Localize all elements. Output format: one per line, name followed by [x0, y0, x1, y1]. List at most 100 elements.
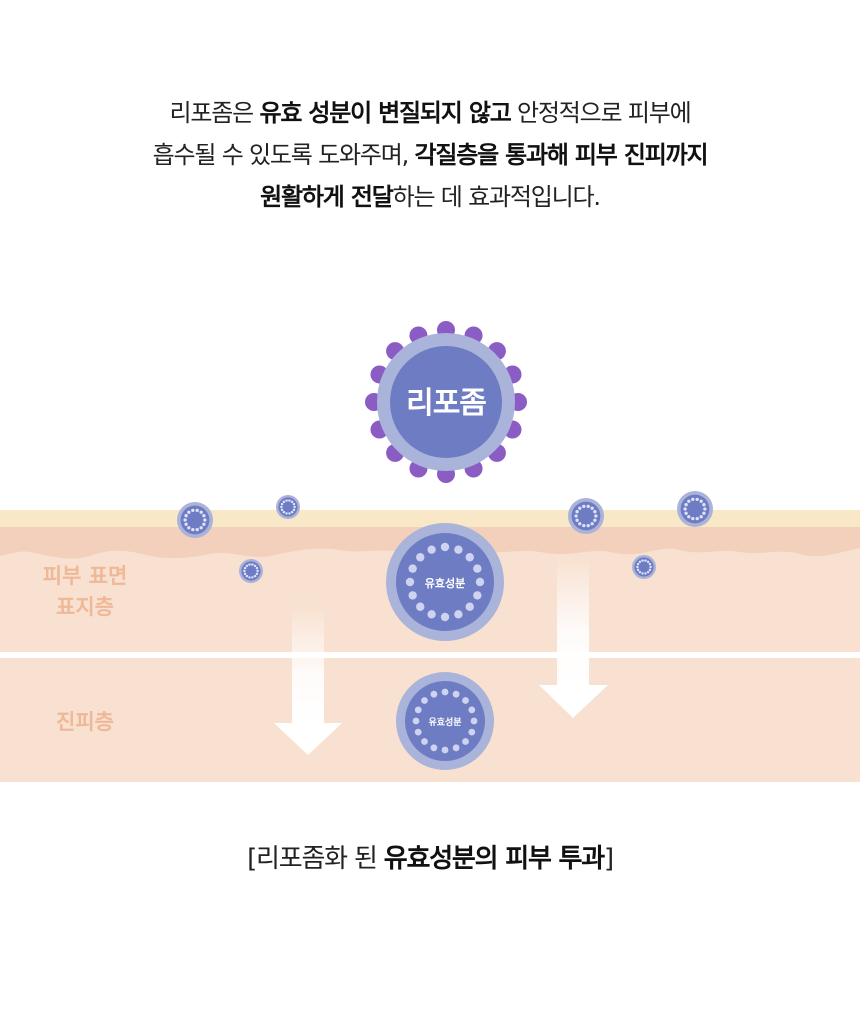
ingredient-dot: [470, 717, 478, 725]
small-dot: [251, 576, 254, 579]
ingredient-dot: [440, 612, 450, 622]
ingredient-dot: [475, 577, 485, 587]
small-liposome: [568, 498, 604, 534]
small-dot: [199, 510, 203, 514]
small-dot: [248, 563, 251, 566]
small-dot: [199, 526, 203, 530]
small-dot: [288, 512, 291, 515]
ingredient-dot: [473, 591, 482, 600]
ingredient-dot: [416, 553, 425, 562]
dermis-label: 진피층: [56, 710, 114, 734]
small-dot: [593, 510, 597, 514]
ingredient-dot: [465, 553, 474, 562]
small-dot: [191, 508, 195, 513]
liposome: 리포좀: [365, 321, 527, 483]
small-dot: [292, 502, 296, 506]
ingredient-dot: [441, 746, 449, 754]
small-liposome: [239, 559, 263, 583]
intro-bold-span: 각질층을 통과해 피부 진피까지: [414, 141, 708, 169]
small-dot: [574, 514, 578, 518]
small-dot: [644, 572, 647, 575]
intro-bold-span: 유효 성분이 변질되지 않고: [259, 99, 511, 127]
small-dot: [636, 562, 640, 566]
small-dot: [648, 568, 652, 572]
small-dot: [285, 512, 288, 515]
ingredient-dot: [440, 542, 450, 552]
small-dot: [695, 497, 699, 502]
active-ingredient-epidermis: 유효성분: [386, 523, 504, 641]
small-dot: [695, 516, 699, 521]
active-ingredient-dermis: 유효성분: [396, 672, 494, 770]
caption-bracket: ]: [603, 844, 614, 874]
small-dot: [582, 523, 586, 528]
small-dot: [280, 505, 283, 509]
ingredient-dot: [416, 602, 425, 611]
small-dot: [187, 526, 191, 530]
small-dot: [578, 522, 582, 526]
liposome-diagram: 피부 표면 표지층 진피층 리포좀 유효성분 유효성분: [0, 321, 860, 782]
small-dot: [282, 510, 286, 514]
liposome-label: 리포좀: [406, 386, 486, 421]
small-dot: [687, 499, 691, 503]
small-dot: [638, 560, 642, 564]
ingredient-dot: [454, 610, 463, 619]
small-dot: [699, 515, 703, 519]
epidermis-label: 피부 표면: [43, 564, 128, 588]
small-liposome: [677, 491, 713, 527]
ingredient-dot: [421, 738, 428, 745]
small-dot: [183, 518, 187, 522]
small-dot: [586, 523, 590, 528]
small-dot: [187, 510, 191, 514]
small-dot: [691, 497, 695, 502]
small-dot: [282, 500, 286, 504]
small-dot: [245, 564, 249, 568]
small-dot: [280, 502, 284, 506]
small-dot: [255, 566, 259, 570]
small-dot: [243, 572, 247, 576]
active-ingredient-label: 유효성분: [425, 576, 465, 590]
active-ingredient-label: 유효성분: [428, 716, 461, 728]
stratum-surface-band: [0, 510, 860, 530]
ingredient-dot: [414, 728, 422, 736]
intro-text-span: 리포좀은: [169, 99, 260, 127]
ingredient-dot: [421, 697, 428, 704]
small-liposome: [276, 495, 300, 519]
intro-text-span: 안정적으로 피부에: [510, 99, 692, 127]
small-dot: [649, 565, 652, 569]
small-dot: [593, 518, 597, 522]
small-liposome: [177, 502, 213, 538]
down-arrow-left: [274, 605, 342, 755]
small-dot: [184, 522, 188, 526]
small-dot: [683, 507, 687, 511]
small-dot: [202, 522, 206, 526]
small-dot: [195, 508, 199, 513]
small-dot: [702, 503, 706, 507]
down-arrow-right: [539, 555, 608, 718]
small-dot: [245, 574, 249, 578]
ingredient-dot: [462, 697, 469, 704]
intro-text-span: 흡수될 수 있도록 도와주며,: [152, 141, 415, 169]
ingredient-dot: [430, 690, 438, 698]
small-dot: [255, 572, 259, 576]
small-dot: [256, 569, 259, 573]
intro-line-3: 원활하게 전달하는 데 효과적입니다.: [0, 176, 860, 218]
small-dot: [646, 560, 650, 564]
ingredient-dot: [468, 728, 476, 736]
small-dot: [638, 570, 642, 574]
small-dot: [285, 499, 288, 502]
ingredient-dot: [462, 738, 469, 745]
small-dot: [703, 507, 707, 511]
small-dot: [575, 518, 579, 522]
epidermis-label-2: 표지층: [56, 595, 114, 619]
small-dot: [646, 570, 650, 574]
intro-text-span: 하는 데 효과적입니다.: [392, 183, 601, 211]
small-dot: [636, 568, 640, 572]
intro-line-1: 리포좀은 유효 성분이 변질되지 않고 안정적으로 피부에: [0, 92, 860, 134]
small-dot: [253, 574, 257, 578]
diagram-caption: [리포좀화 된 유효성분의 피부 투과]: [0, 838, 860, 875]
small-dot: [691, 516, 695, 521]
small-dot: [687, 515, 691, 519]
small-dot: [594, 514, 598, 518]
small-dot: [684, 503, 688, 507]
small-dot: [590, 522, 594, 526]
